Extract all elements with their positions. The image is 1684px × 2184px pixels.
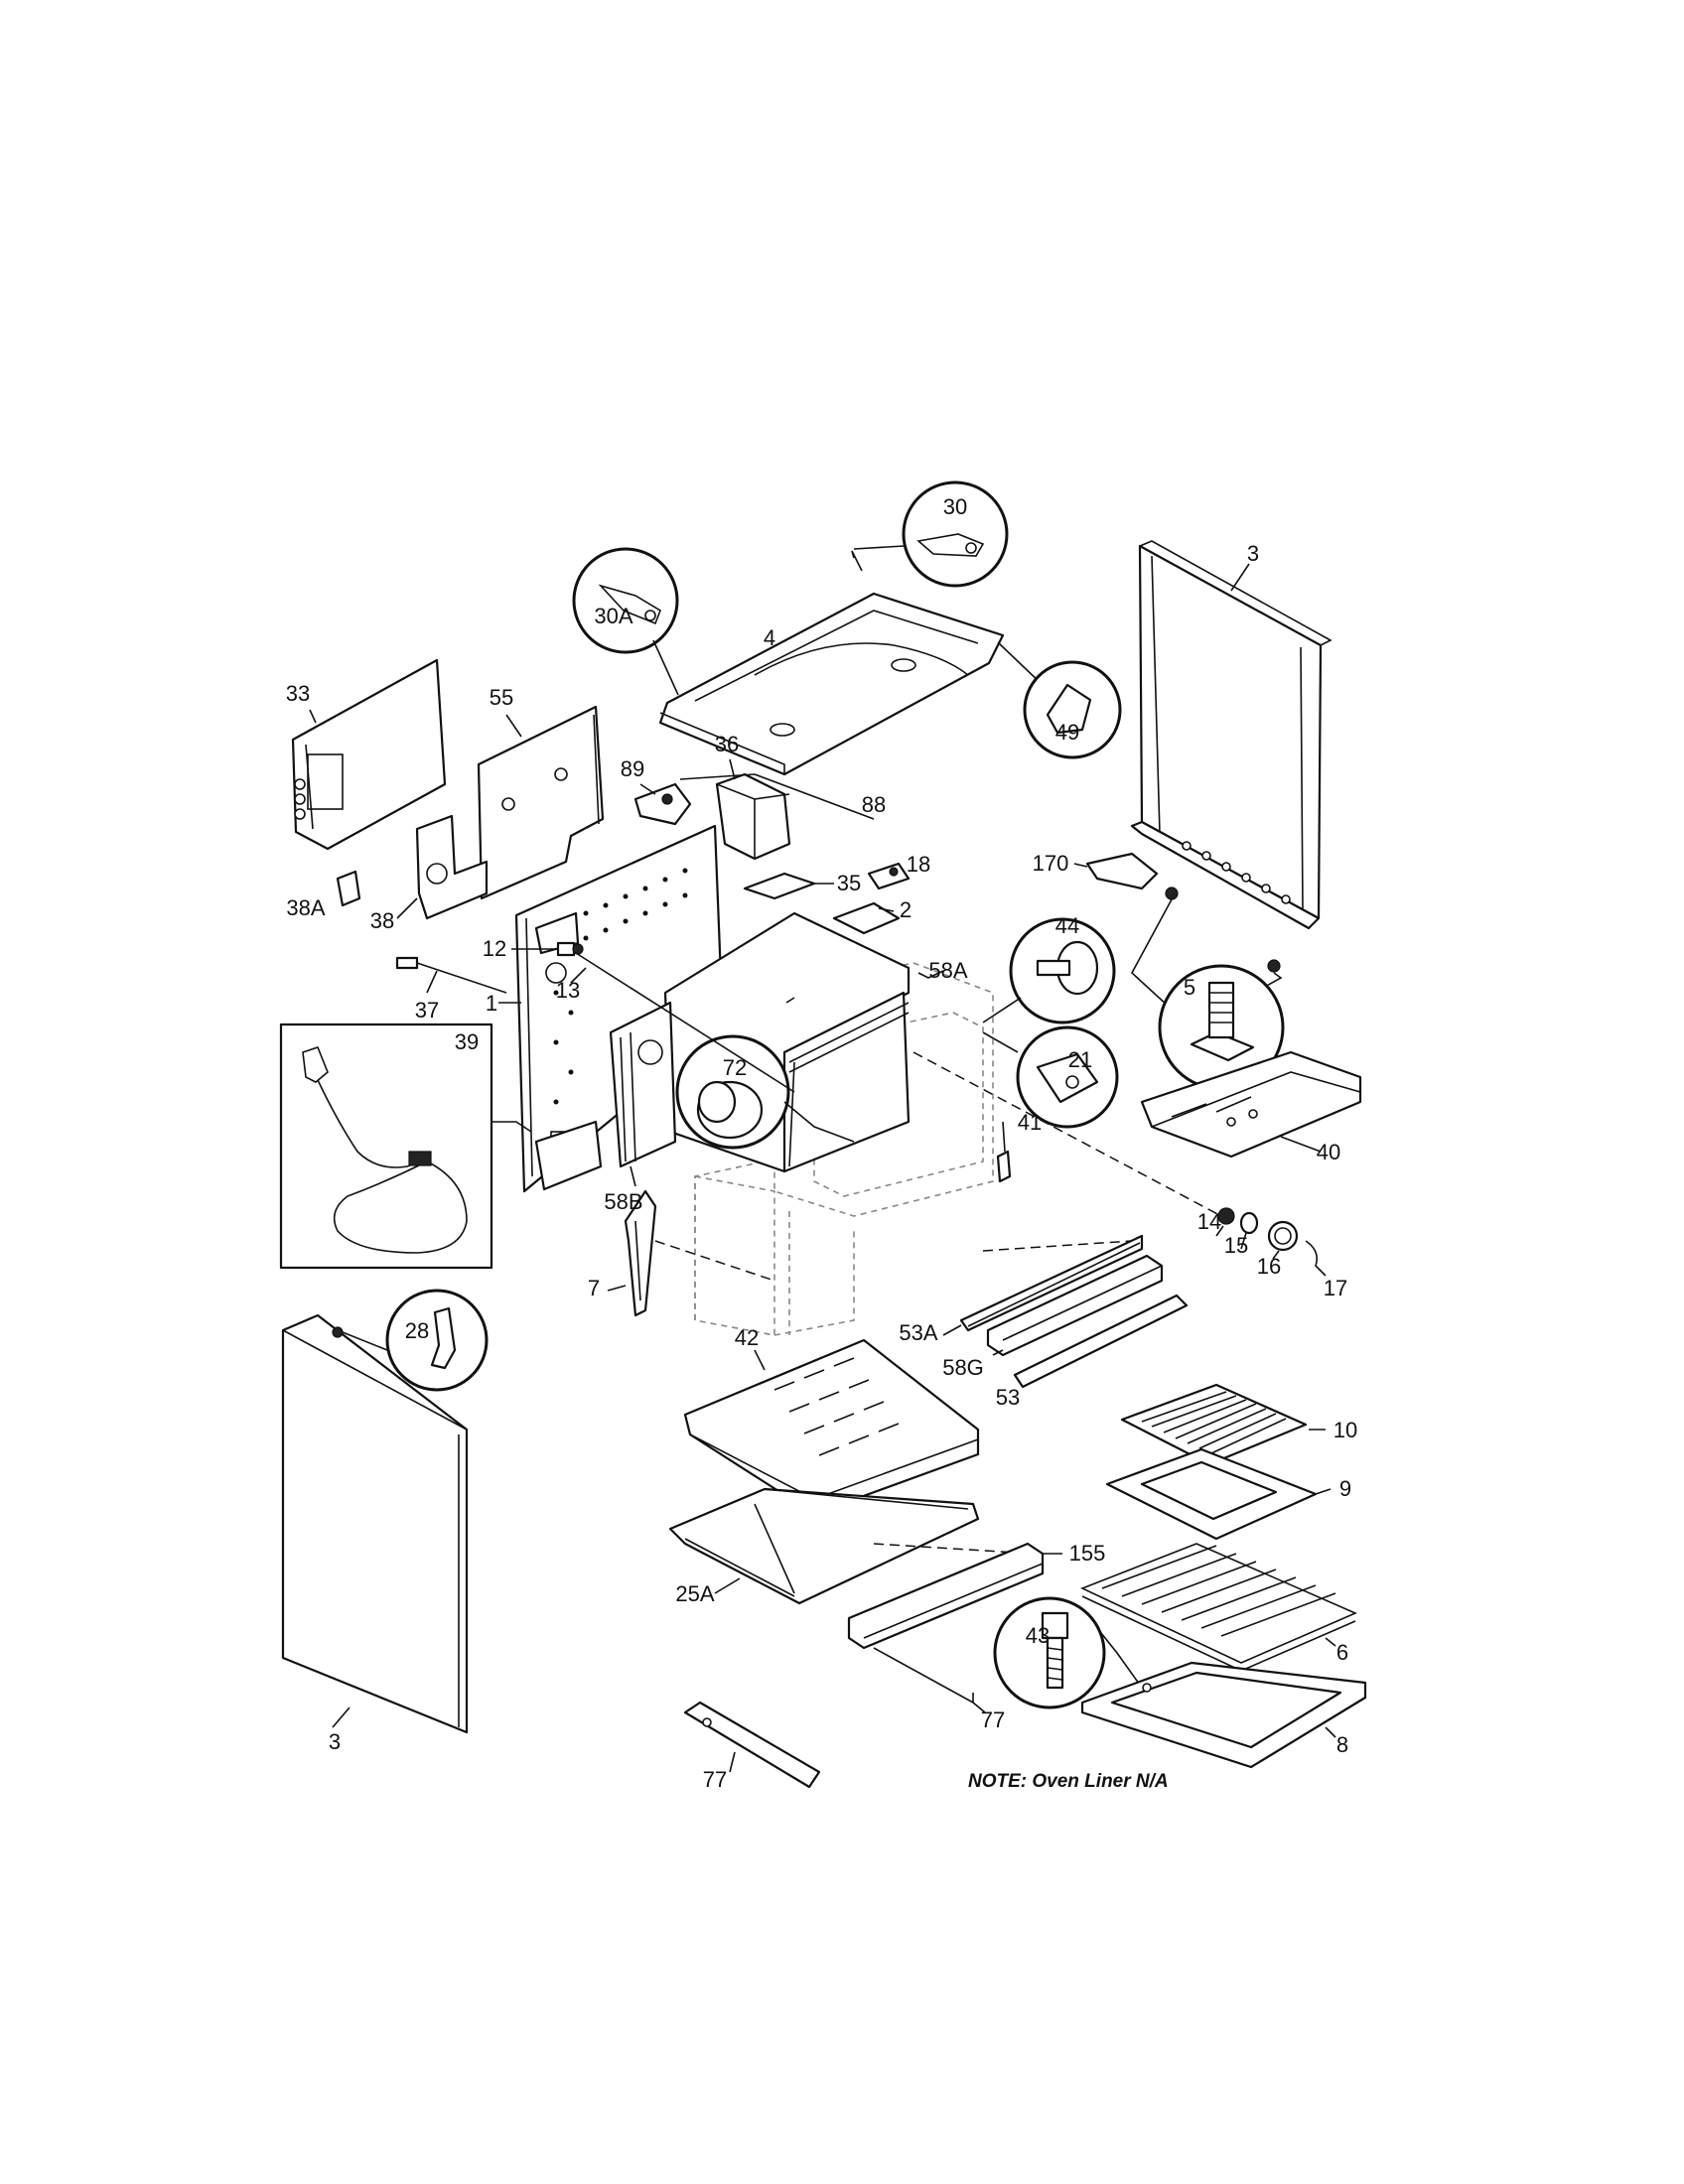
bracket-38-part <box>415 814 489 920</box>
label-14: 14 <box>1197 1209 1221 1234</box>
label-44: 44 <box>1055 913 1079 938</box>
label-16: 16 <box>1257 1254 1281 1279</box>
label-37: 37 <box>415 998 439 1023</box>
label-88: 88 <box>862 792 886 817</box>
bracket-18-part <box>867 862 911 890</box>
label-58A: 58A <box>928 958 967 983</box>
label-5: 5 <box>1184 975 1195 1000</box>
callout-bubble-5 <box>1158 964 1285 1091</box>
label-38A: 38A <box>286 895 325 920</box>
label-58G: 58G <box>942 1355 984 1380</box>
label-155: 155 <box>1069 1541 1106 1566</box>
label-17: 17 <box>1324 1276 1347 1300</box>
side-panel-right-part <box>1130 540 1333 930</box>
label-9: 9 <box>1339 1476 1351 1501</box>
label-42: 42 <box>735 1325 759 1350</box>
lamp-assembly-14-17-part <box>1217 1207 1327 1277</box>
label-12: 12 <box>483 936 506 961</box>
callout-bubble-30 <box>853 480 1009 588</box>
drawer-rail-25A-part <box>668 1487 980 1605</box>
trim-53-part <box>1013 1294 1189 1389</box>
label-10: 10 <box>1333 1418 1357 1442</box>
gasket-35-part <box>743 872 816 900</box>
insulation-58G-part <box>986 1254 1164 1357</box>
broiler-grid-10-part <box>1120 1383 1308 1466</box>
callout-bubble-43 <box>993 1596 1143 1709</box>
label-170: 170 <box>1033 851 1069 876</box>
bulb-socket-12-part <box>556 941 584 957</box>
label-6: 6 <box>1336 1640 1348 1665</box>
label-53: 53 <box>996 1385 1020 1410</box>
callout-bubble-72 <box>575 952 855 1150</box>
label-89: 89 <box>621 756 644 781</box>
side-panel-left-part <box>281 1313 469 1734</box>
sensor-37-part <box>395 956 507 994</box>
trim-53A-part <box>959 1234 1144 1332</box>
top-panel-part <box>658 592 1005 776</box>
bracket-2-part <box>832 901 901 935</box>
label-41: 41 <box>1018 1110 1042 1135</box>
label-36: 36 <box>715 732 739 756</box>
insulation-58B-part <box>609 1001 677 1168</box>
label-77-right: 77 <box>981 1707 1005 1732</box>
callout-bubble-30A <box>572 547 679 696</box>
broiler-pan-9-part <box>1105 1447 1318 1541</box>
clip-41-part <box>996 1150 1012 1183</box>
label-39: 39 <box>455 1029 479 1054</box>
label-15: 15 <box>1224 1233 1248 1258</box>
label-13: 13 <box>556 978 580 1003</box>
label-49: 49 <box>1055 720 1079 745</box>
main-frame-1-part <box>514 824 725 1193</box>
label-72: 72 <box>723 1055 747 1080</box>
label-40: 40 <box>1317 1140 1340 1164</box>
panel-55-part <box>477 705 605 900</box>
callout-bubble-21 <box>982 1025 1119 1129</box>
label-8: 8 <box>1336 1732 1348 1757</box>
label-53A: 53A <box>899 1320 937 1345</box>
drawer-back-77-part <box>683 1701 821 1789</box>
bottom-panel-42-part <box>683 1338 980 1516</box>
clip-38A-part <box>336 870 361 907</box>
label-35: 35 <box>837 871 861 895</box>
label-3-top: 3 <box>1247 541 1259 566</box>
oven-cavity-ghost-part <box>694 962 994 1336</box>
bracket-170-part <box>1085 852 1159 890</box>
label-28: 28 <box>405 1318 429 1343</box>
oven-liner-note: NOTE: Oven Liner N/A <box>968 1771 1169 1792</box>
callout-bubble-28 <box>332 1289 489 1392</box>
label-43: 43 <box>1026 1623 1050 1648</box>
callout-bubble-49 <box>1023 660 1122 759</box>
bracket-89-part <box>633 782 692 826</box>
label-30A: 30A <box>594 604 632 628</box>
label-33: 33 <box>286 681 310 706</box>
label-38: 38 <box>370 908 394 933</box>
label-1: 1 <box>486 991 497 1016</box>
label-21: 21 <box>1068 1047 1092 1072</box>
label-18: 18 <box>907 852 930 877</box>
label-4: 4 <box>764 625 775 650</box>
label-55: 55 <box>490 685 513 710</box>
label-30: 30 <box>943 494 967 519</box>
power-cord-39-part <box>279 1023 532 1270</box>
back-panel-33-part <box>291 658 447 851</box>
label-25A: 25A <box>675 1581 714 1606</box>
label-3-bottom: 3 <box>329 1729 341 1754</box>
hinge-7-part <box>624 1189 657 1317</box>
oven-rack-6-part <box>1079 1543 1358 1672</box>
label-2: 2 <box>900 897 912 922</box>
label-7: 7 <box>588 1276 600 1300</box>
vent-duct-36-part <box>715 772 791 861</box>
drawer-support-40-part <box>1140 1050 1362 1159</box>
label-58B: 58B <box>604 1189 642 1214</box>
oven-bottom-8-part <box>1080 1661 1367 1769</box>
label-77-bottom: 77 <box>703 1767 727 1792</box>
callout-bubble-44 <box>982 917 1116 1024</box>
